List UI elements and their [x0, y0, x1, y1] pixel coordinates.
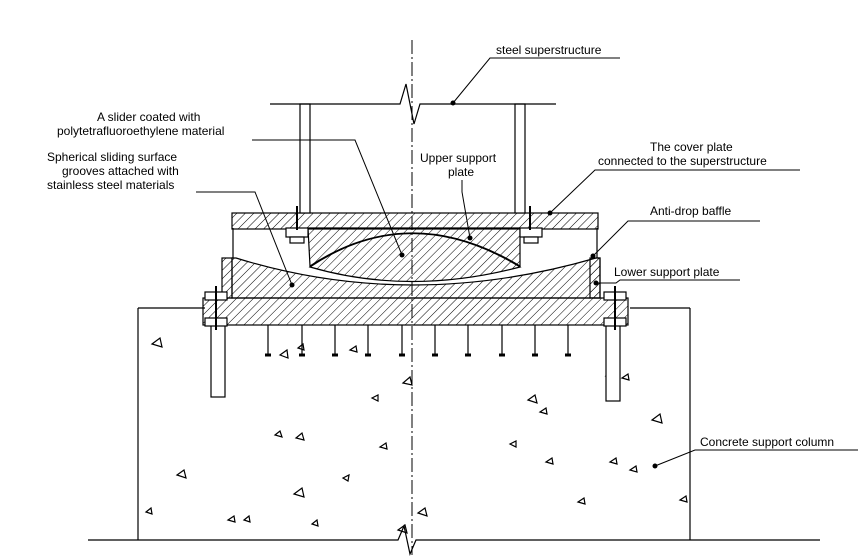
leader-dots: [289, 100, 658, 469]
label-steel-superstructure: steel superstructure: [496, 43, 602, 57]
label-spherical-line3: stainless steel materials: [47, 178, 174, 192]
concrete-column: [88, 307, 820, 556]
ptfe-slider: [308, 232, 522, 283]
leader-lines: [196, 57, 858, 467]
label-spherical-line2: grooves attached with: [62, 164, 179, 178]
anchor-bolts: [210, 324, 621, 402]
label-slider-line1: A slider coated with: [97, 110, 200, 124]
cover-plate: [231, 212, 599, 230]
label-slider-line2: polytetrafluoroethylene material: [57, 124, 224, 138]
label-cover-plate-line1: The cover plate: [650, 140, 733, 154]
label-upper-plate-line1: Upper support: [420, 151, 497, 165]
label-anti-drop-baffle: Anti-drop baffle: [650, 204, 731, 218]
cover-plate-bolts: [285, 206, 543, 244]
base-plate-bolts: [204, 286, 627, 330]
label-concrete-column: Concrete support column: [700, 435, 834, 449]
upper-support-plate: [307, 227, 521, 268]
label-cover-plate-line2: connected to the superstructure: [598, 154, 767, 168]
label-lower-support-plate: Lower support plate: [614, 265, 720, 279]
base-plate: [202, 297, 629, 326]
label-spherical-line1: Spherical sliding surface: [47, 150, 177, 164]
label-upper-plate-line2: plate: [448, 165, 474, 179]
anti-drop-baffle-right: [589, 257, 601, 299]
steel-superstructure-beam: [270, 83, 556, 125]
